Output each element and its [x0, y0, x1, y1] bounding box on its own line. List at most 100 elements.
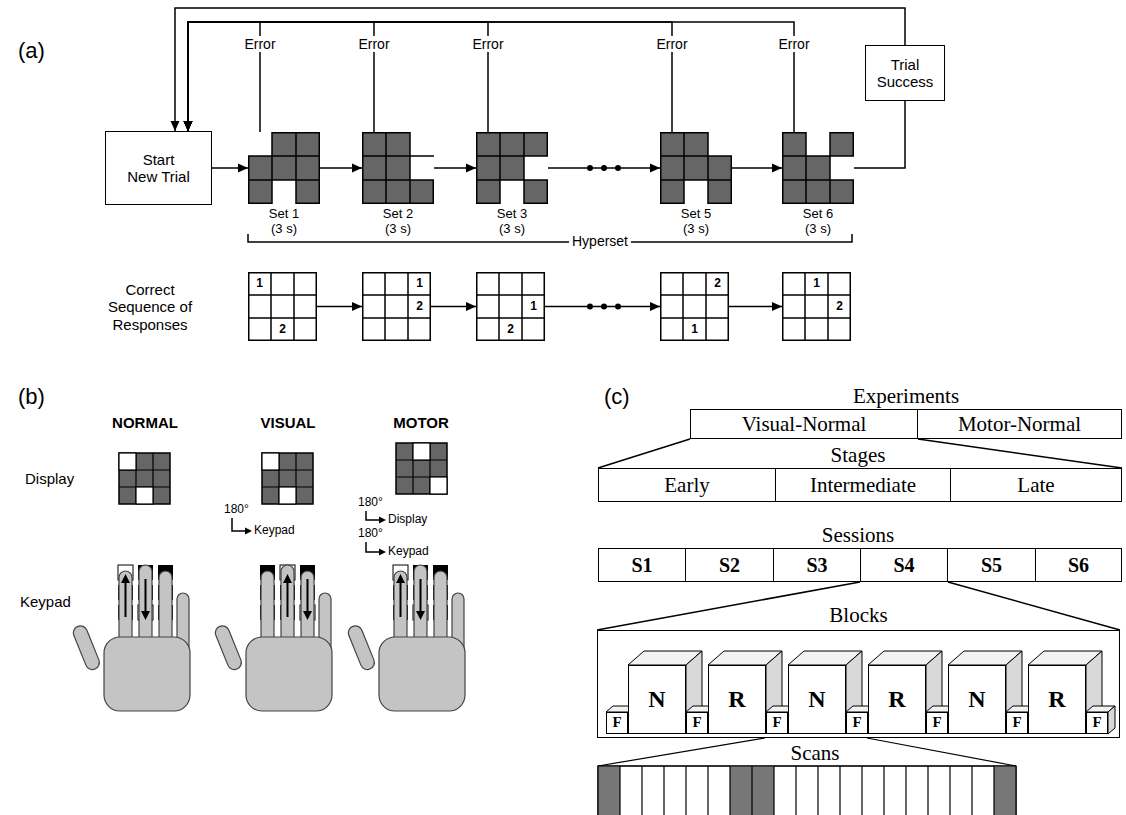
caption-holder: Set 2 (3 s) — [376, 207, 420, 237]
connector — [184, 22, 673, 132]
arrow-head — [238, 164, 248, 173]
caption-holder: Set 6 (3 s) — [796, 207, 840, 237]
panel-letter: (c) — [604, 384, 630, 409]
connector-line — [854, 101, 905, 168]
number-holder: 1 — [408, 272, 431, 295]
success-box: Trial Success — [865, 45, 945, 101]
connector-line — [597, 582, 860, 630]
session-cell: S6 — [1035, 548, 1122, 582]
column-header-holder: NORMAL — [112, 414, 178, 431]
set-caption: Set 6 (3 s) — [796, 207, 840, 237]
response-number: 1 — [256, 277, 263, 291]
response-grid: 12 — [248, 272, 317, 341]
connector — [729, 302, 782, 311]
node-text: Intermediate — [810, 473, 916, 497]
set-caption: Set 2 (3 s) — [376, 207, 420, 237]
node-text: S3 — [806, 554, 827, 577]
edge-label-holder: Error — [470, 36, 505, 52]
connector — [317, 302, 362, 311]
arrow-head — [184, 121, 193, 131]
level-heading: Experiments — [853, 384, 959, 408]
row-label: Display — [25, 470, 74, 487]
node-text: F — [852, 714, 861, 731]
scan-cells — [598, 766, 1016, 815]
response-number: 2 — [507, 323, 514, 337]
node-text: N — [808, 686, 825, 714]
connector — [948, 582, 1120, 630]
level-heading-holder: Scans — [791, 741, 840, 765]
edge-label-holder: Error — [654, 36, 689, 52]
connector — [598, 439, 690, 468]
stage-cell: Late — [950, 468, 1122, 502]
edge-label: Error — [358, 36, 389, 52]
connector-line — [188, 22, 488, 132]
connector-line — [175, 8, 905, 131]
node-text: Start New Trial — [112, 151, 205, 186]
arrow-head — [184, 121, 193, 131]
level-heading-holder: Stages — [831, 443, 886, 467]
column-header: MOTOR — [393, 414, 449, 431]
arrow-head — [184, 121, 193, 131]
stimulus-cells — [476, 132, 548, 204]
number-holder: 2 — [499, 318, 522, 341]
column-header: VISUAL — [260, 414, 315, 431]
panel-letter: (a) — [18, 38, 45, 63]
row-label-holder: Keypad — [20, 593, 71, 610]
level-heading: Scans — [791, 741, 840, 765]
node-text: F — [1012, 714, 1021, 731]
stimulus-grid: Set 5 (3 s) — [660, 132, 732, 204]
stimulus-grid: Set 2 (3 s) — [362, 132, 434, 204]
node-text: Visual-Normal — [742, 412, 867, 436]
arrow-head — [650, 302, 660, 311]
block-cube: F — [686, 712, 708, 734]
response-number: 1 — [813, 277, 820, 291]
arrow-head — [650, 164, 660, 173]
bracket-label: Hyperset — [572, 233, 628, 249]
rotation-label: 180° — [358, 527, 383, 541]
finger-arrows — [121, 574, 425, 620]
rotation-target-holder: Display — [388, 513, 427, 527]
heading-holder: Blocks — [598, 603, 1119, 628]
connector — [918, 439, 1122, 468]
node-text: S5 — [981, 554, 1002, 577]
panel-letter-holder: (a) — [18, 38, 45, 63]
block-cube: F — [846, 712, 868, 734]
session-cell: S4 — [860, 548, 948, 582]
stimulus-cells — [362, 132, 434, 204]
session-cell: S3 — [773, 548, 861, 582]
session-cell: S5 — [947, 548, 1036, 582]
experiment-box: Motor-Normal — [917, 409, 1122, 439]
stage-cell: Early — [598, 468, 776, 502]
rotation-target: Keypad — [254, 524, 295, 538]
number-holder: 1 — [248, 272, 271, 295]
connector — [431, 302, 476, 311]
row-label-holder: Correct Sequence of Responses — [100, 281, 200, 333]
rotation-target: Display — [388, 513, 427, 527]
stimulus-cells — [248, 132, 320, 204]
response-number: 2 — [836, 300, 843, 314]
node-text: Late — [1017, 473, 1054, 497]
connector — [434, 164, 476, 173]
row-label: Correct Sequence of Responses — [100, 281, 200, 333]
block-cube: N — [788, 665, 846, 734]
node-text: F — [932, 714, 941, 731]
block-cube: N — [948, 665, 1006, 734]
number-holder: 2 — [828, 295, 851, 318]
arrow-head — [772, 164, 782, 173]
node-text: N — [968, 686, 985, 714]
set-caption: Set 3 (3 s) — [490, 207, 534, 237]
session-cell: S1 — [598, 548, 686, 582]
arrow-head — [184, 121, 193, 131]
row-label-holder: Display — [25, 470, 74, 487]
stimulus-cells — [782, 132, 854, 204]
connector — [171, 8, 906, 131]
edge-label-holder: Error — [242, 36, 277, 52]
number-holder: 1 — [805, 272, 828, 295]
block-cube: F — [1086, 712, 1108, 734]
node-text: F — [1092, 714, 1101, 731]
connector — [320, 164, 362, 173]
edge-label-holder: Error — [776, 36, 811, 52]
connector — [184, 22, 489, 132]
response-number: 1 — [691, 323, 698, 337]
connector — [854, 101, 905, 168]
